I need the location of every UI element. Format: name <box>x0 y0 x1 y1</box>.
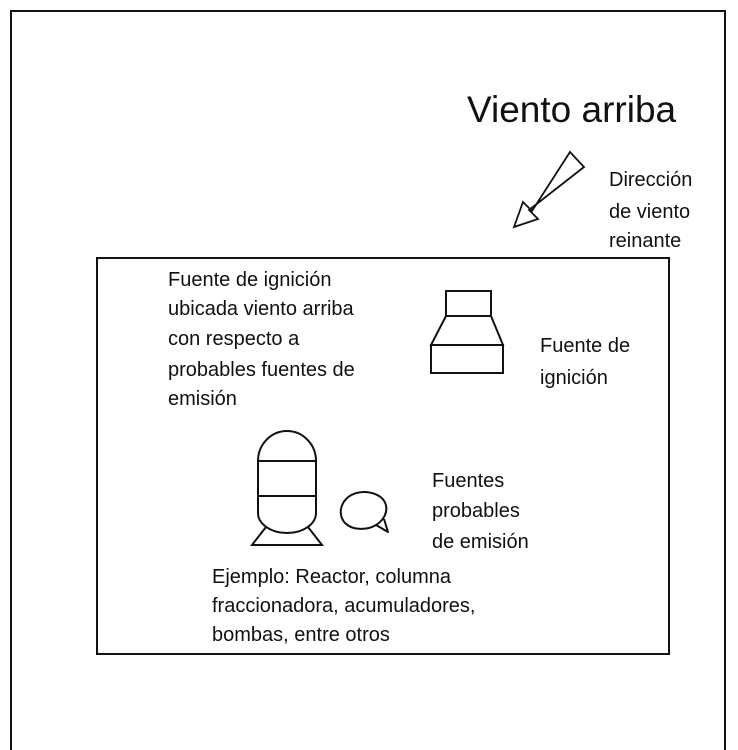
ignition-source-label-line-1: Fuente de <box>540 335 631 357</box>
wind-direction-label-line-3: reinante <box>609 230 682 252</box>
plant-area-box <box>96 257 670 655</box>
emission-sources-label-line-1: Fuentes <box>432 470 505 492</box>
wind-direction-label-line-1: Dirección <box>609 169 693 191</box>
reactor-vessel-icon <box>249 430 325 546</box>
wind-direction-label-line-2: de viento <box>609 201 691 223</box>
ignition-note-line-2: ubicada viento arriba <box>168 298 354 320</box>
ignition-note-line-5: emisión <box>168 388 237 410</box>
example-text-line-2: fraccionadora, acumuladores, <box>212 595 476 617</box>
example-text-line-1: Ejemplo: Reactor, columna <box>212 566 452 588</box>
emission-sources-label-line-3: de emisión <box>432 531 529 553</box>
ignition-note-line-4: probables fuentes de <box>168 359 355 381</box>
ignition-note-line-3: con respecto a <box>168 328 300 350</box>
diagram-graphics <box>249 150 586 546</box>
emission-sources-label-line-2: probables <box>432 500 520 522</box>
wind-direction-arrow-icon <box>512 150 586 229</box>
example-text-line-3: bombas, entre otros <box>212 624 390 646</box>
emission-bubble-icon <box>339 490 389 533</box>
ignition-source-icon <box>429 290 505 374</box>
ignition-note-line-1: Fuente de ignición <box>168 269 332 291</box>
ignition-source-label-line-2: ignición <box>540 367 608 389</box>
diagram-title: Viento arriba <box>467 89 677 130</box>
outer-frame <box>10 10 726 750</box>
